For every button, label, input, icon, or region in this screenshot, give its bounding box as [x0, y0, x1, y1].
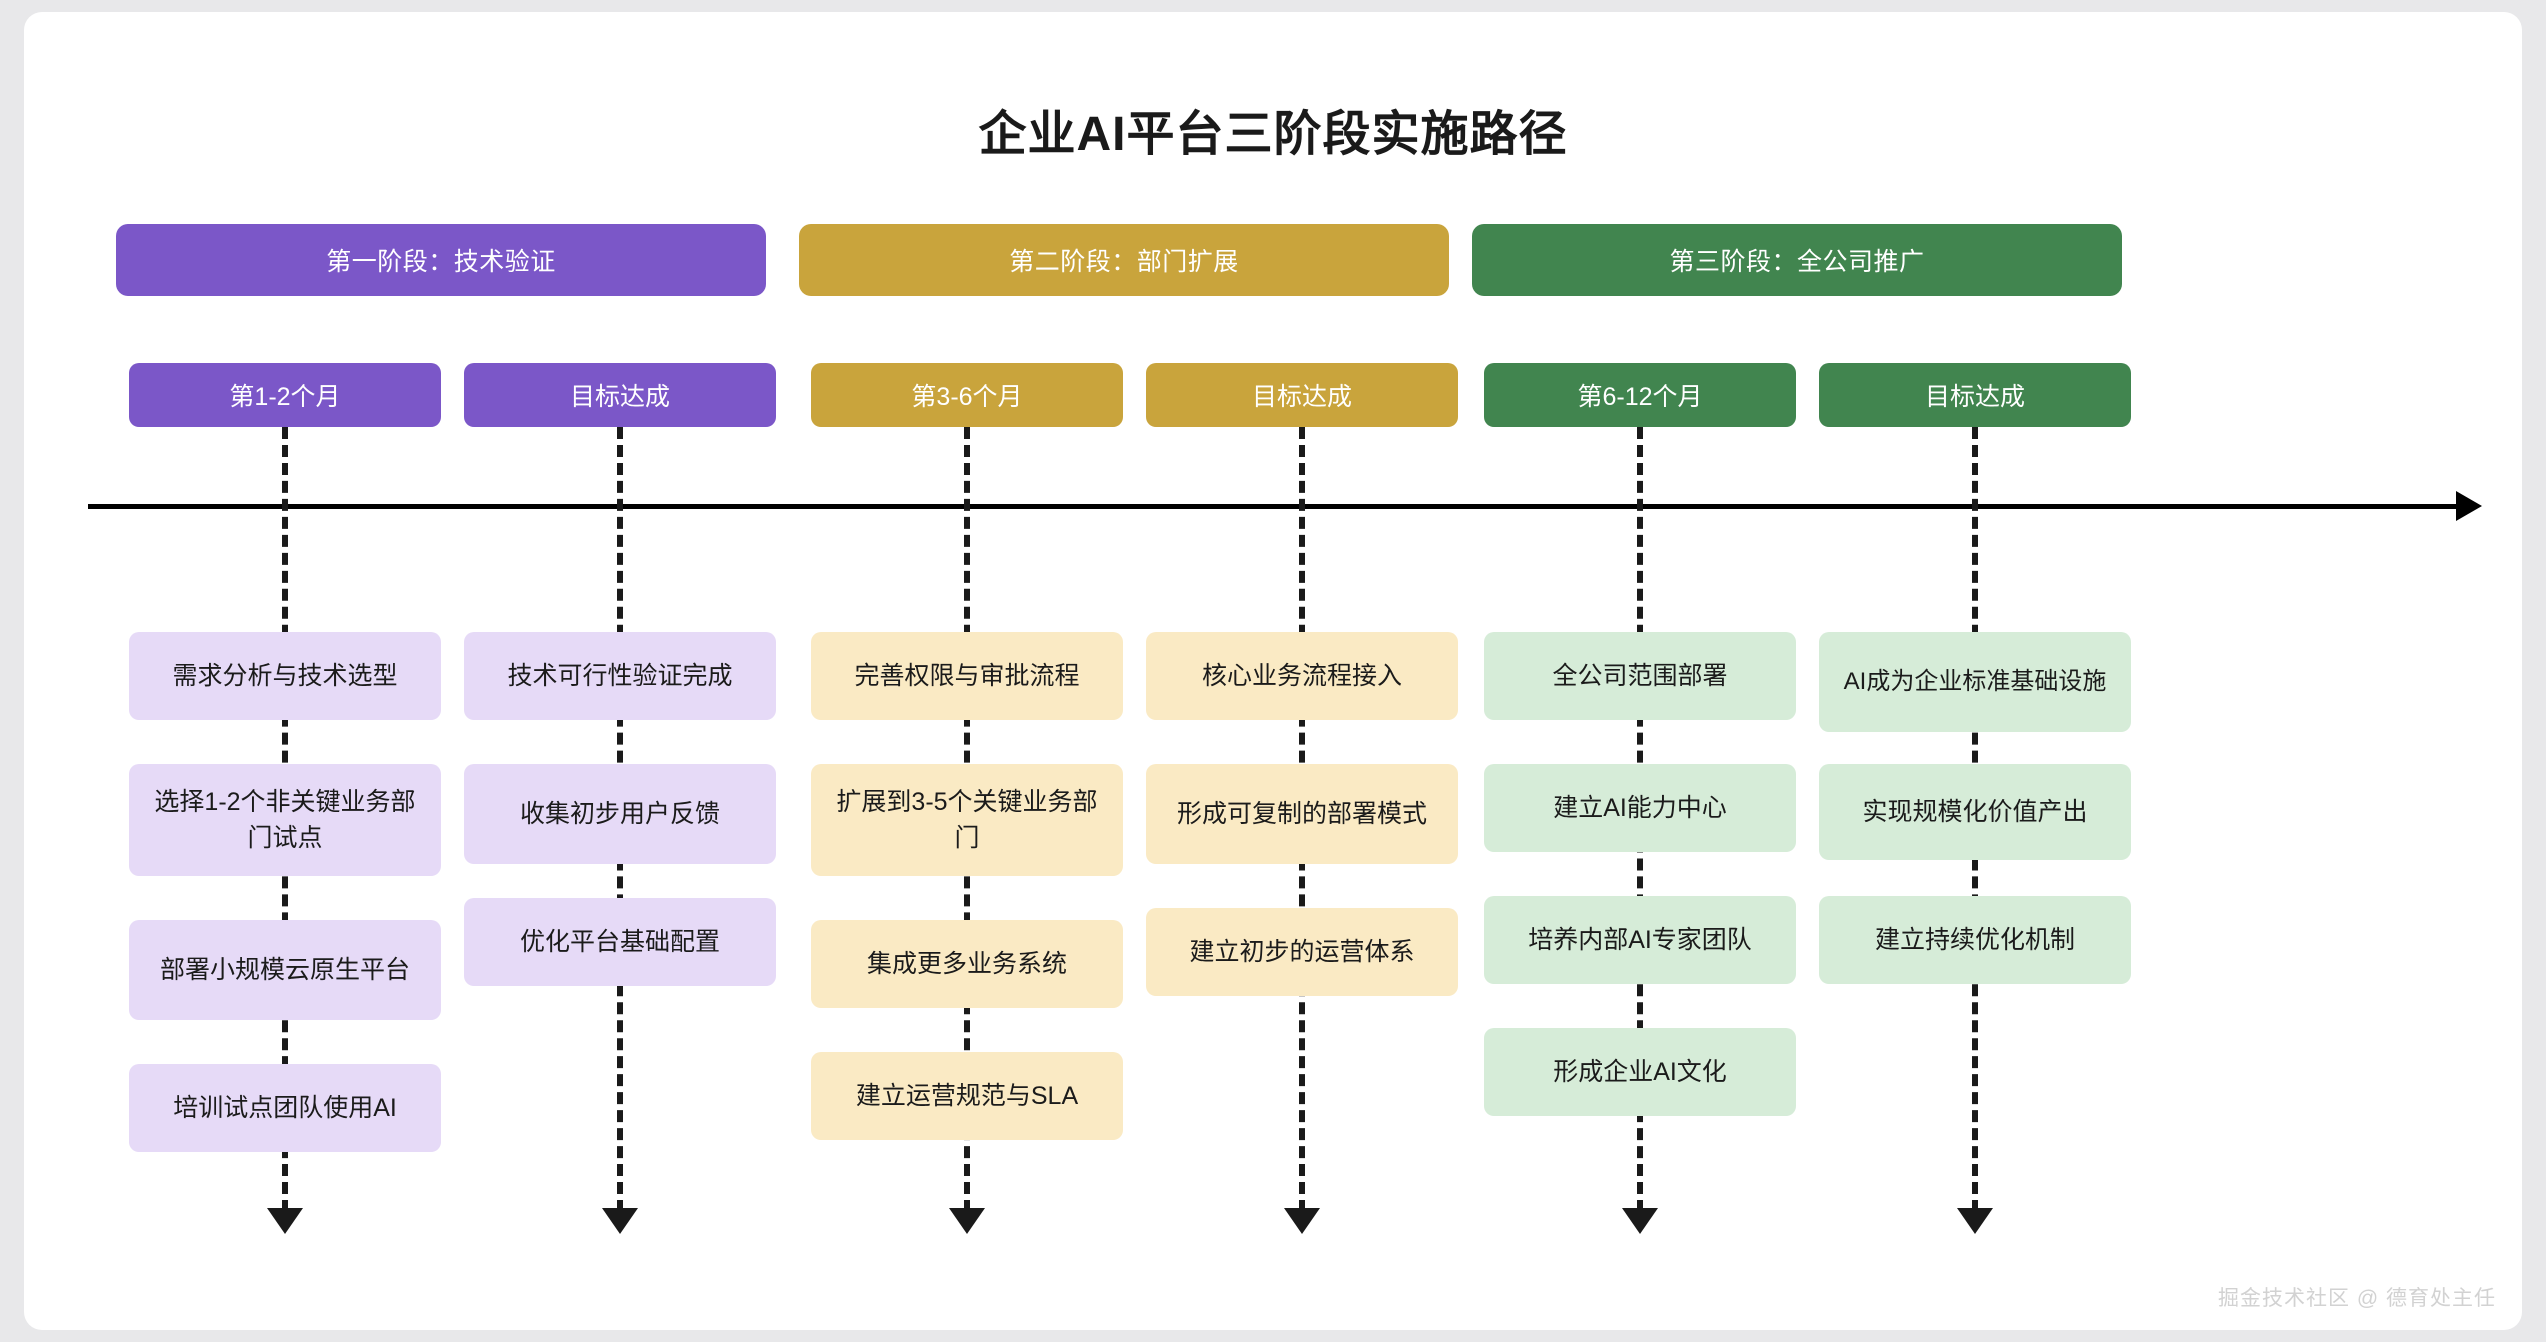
page-title: 企业AI平台三阶段实施路径	[978, 108, 1568, 161]
milestone-chip-label: 第1-2个月	[229, 383, 341, 411]
task-card-label: 选择1-2个非关键业务部门试点	[154, 787, 416, 852]
task-card: 技术可行性验证完成	[464, 632, 776, 720]
task-card: 核心业务流程接入	[1146, 632, 1458, 720]
task-card-label: 扩展到3-5个关键业务部门	[836, 787, 1098, 852]
task-card-label: 全公司范围部署	[1552, 661, 1728, 690]
task-card-label: AI成为企业标准基础设施	[1843, 667, 2107, 695]
phase-header-3: 第三阶段：全公司推广	[1472, 224, 2122, 296]
connector-arrow-icon-col-4	[1284, 1208, 1320, 1234]
milestone-chip-label: 目标达成	[1924, 383, 2025, 411]
task-card: 实现规模化价值产出	[1819, 764, 2131, 860]
connector-arrow-icon-col-2	[602, 1208, 638, 1234]
task-card-label: 培训试点团队使用AI	[173, 1093, 397, 1122]
milestone-chip-2-1: 第3-6个月	[811, 363, 1123, 427]
milestone-chip-2-2: 目标达成	[1146, 363, 1458, 427]
task-card: 建立初步的运营体系	[1146, 908, 1458, 996]
task-card: 需求分析与技术选型	[129, 632, 441, 720]
task-card: 全公司范围部署	[1484, 632, 1796, 720]
task-card-label: 优化平台基础配置	[519, 927, 720, 956]
task-card-label: 部署小规模云原生平台	[159, 955, 410, 984]
connector-arrow-icon-col-1	[267, 1208, 303, 1234]
task-card: 形成企业AI文化	[1484, 1028, 1796, 1116]
task-card-label: 建立AI能力中心	[1553, 793, 1727, 822]
task-card: 建立运营规范与SLA	[811, 1052, 1123, 1140]
task-card-label: 形成可复制的部署模式	[1176, 799, 1427, 828]
diagram-canvas: 企业AI平台三阶段实施路径 第一阶段：技术验证 第二阶段：部门扩展 第三阶段：全…	[24, 12, 2522, 1330]
milestone-chip-1-1: 第1-2个月	[129, 363, 441, 427]
connector-arrow-icon-col-5	[1622, 1208, 1658, 1234]
task-card-label: 集成更多业务系统	[866, 949, 1067, 978]
task-card-label: 建立运营规范与SLA	[855, 1081, 1079, 1110]
task-card: 优化平台基础配置	[464, 898, 776, 986]
timeline-arrow-icon	[2456, 491, 2482, 521]
phase-header-label: 第一阶段：技术验证	[326, 248, 556, 276]
phase-header-2: 第二阶段：部门扩展	[799, 224, 1449, 296]
milestone-chip-label: 目标达成	[1251, 383, 1352, 411]
task-card-label: 形成企业AI文化	[1553, 1057, 1727, 1086]
task-card-label: 培养内部AI专家团队	[1528, 925, 1752, 954]
task-card-label: 完善权限与审批流程	[854, 661, 1080, 690]
phase-header-1: 第一阶段：技术验证	[116, 224, 766, 296]
task-card-label: 技术可行性验证完成	[507, 661, 733, 690]
task-card-label: 建立初步的运营体系	[1189, 937, 1415, 966]
phase-header-label: 第二阶段：部门扩展	[1009, 248, 1239, 276]
connector-arrow-icon-col-6	[1957, 1208, 1993, 1234]
task-card: AI成为企业标准基础设施	[1819, 632, 2131, 732]
connector-arrow-icon-col-3	[949, 1208, 985, 1234]
task-card-label: 核心业务流程接入	[1201, 661, 1402, 690]
milestone-chip-1-2: 目标达成	[464, 363, 776, 427]
task-card-label: 收集初步用户反馈	[519, 799, 720, 828]
task-card: 建立AI能力中心	[1484, 764, 1796, 852]
timeline-axis	[88, 504, 2463, 509]
milestone-chip-3-2: 目标达成	[1819, 363, 2131, 427]
task-card-label: 建立持续优化机制	[1874, 925, 2075, 954]
milestone-chip-3-1: 第6-12个月	[1484, 363, 1796, 427]
phase-header-label: 第三阶段：全公司推广	[1669, 248, 1925, 276]
task-card: 扩展到3-5个关键业务部门	[811, 764, 1123, 876]
task-card: 收集初步用户反馈	[464, 764, 776, 864]
task-card: 培养内部AI专家团队	[1484, 896, 1796, 984]
milestone-chip-label: 目标达成	[569, 383, 670, 411]
task-card: 建立持续优化机制	[1819, 896, 2131, 984]
task-card: 培训试点团队使用AI	[129, 1064, 441, 1152]
watermark: 掘金技术社区 @ 德育处主任	[2218, 1287, 2496, 1310]
task-card-label: 需求分析与技术选型	[172, 661, 398, 690]
milestone-chip-label: 第6-12个月	[1577, 383, 1703, 411]
task-card: 形成可复制的部署模式	[1146, 764, 1458, 864]
milestone-chip-label: 第3-6个月	[911, 383, 1023, 411]
task-card: 部署小规模云原生平台	[129, 920, 441, 1020]
task-card: 选择1-2个非关键业务部门试点	[129, 764, 441, 876]
task-card-label: 实现规模化价值产出	[1862, 797, 2088, 826]
task-card: 集成更多业务系统	[811, 920, 1123, 1008]
task-card: 完善权限与审批流程	[811, 632, 1123, 720]
